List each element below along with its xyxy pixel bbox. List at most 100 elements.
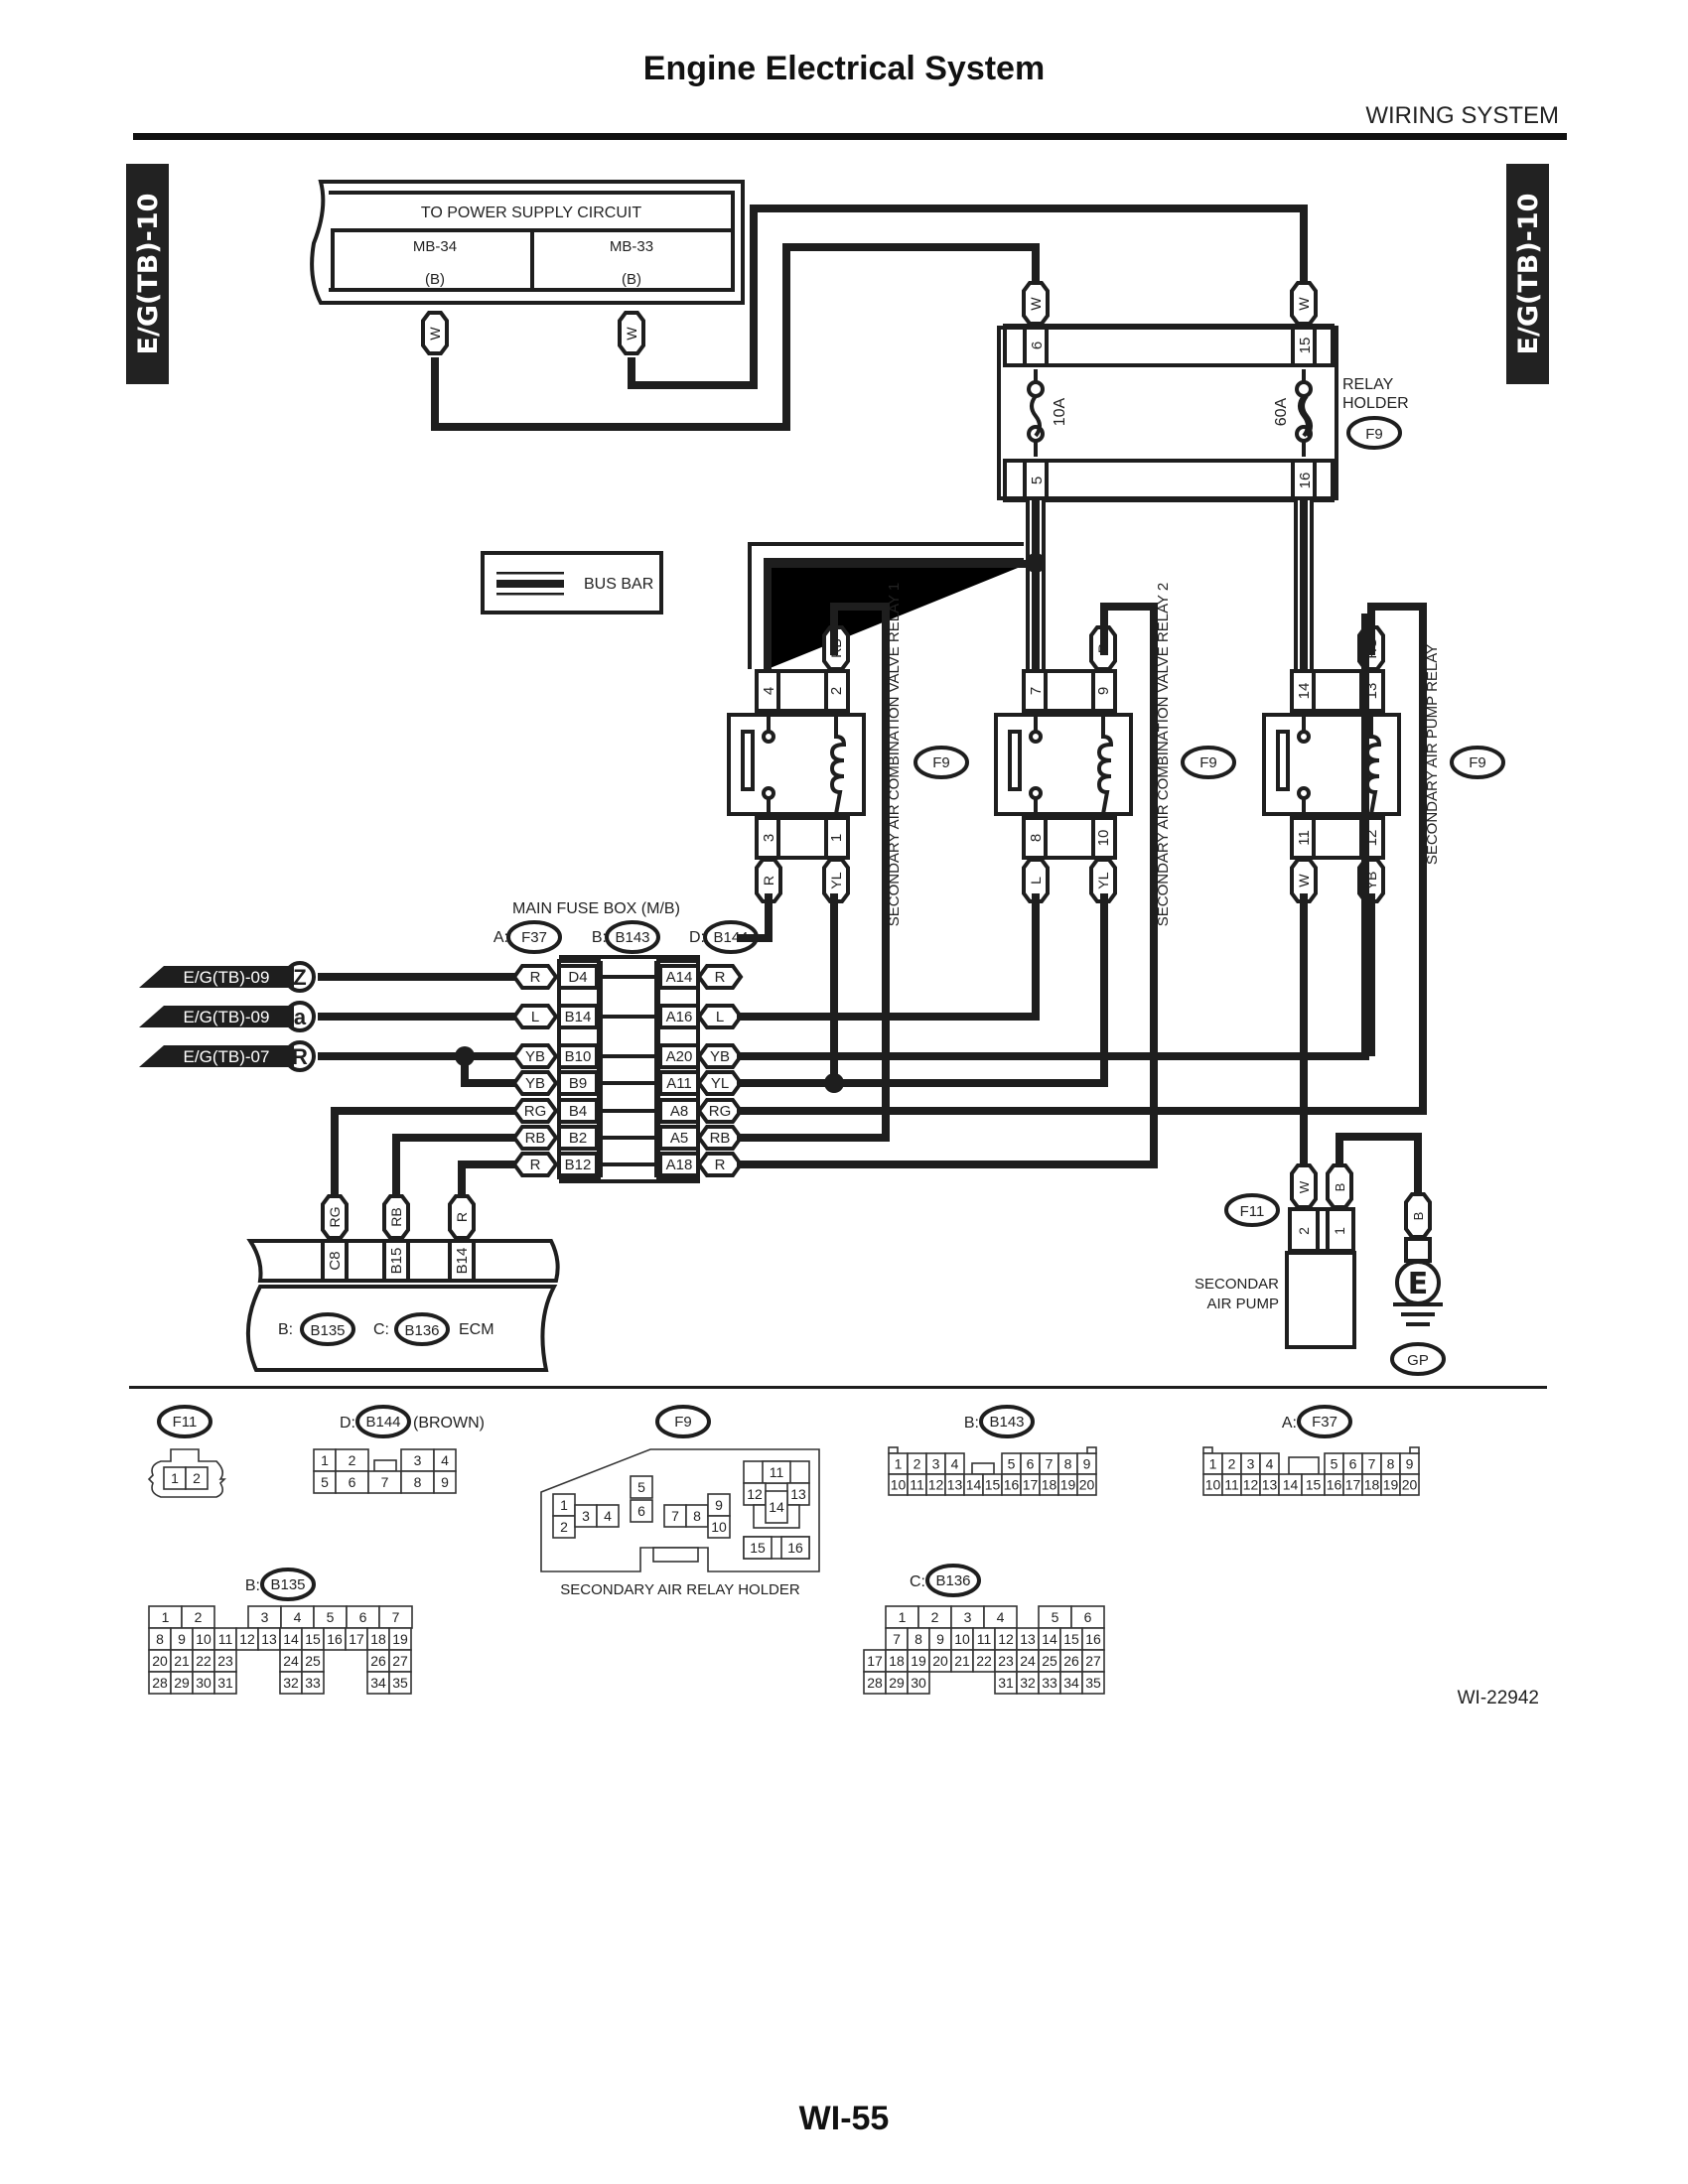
connector-pin: 1 (171, 1470, 179, 1486)
connector-pin: 35 (392, 1675, 408, 1691)
connector-pin: 17 (1023, 1477, 1039, 1493)
fuse-box-right-wire: YB (696, 1043, 744, 1069)
connector-pin: 21 (954, 1653, 970, 1669)
connector-pin: 7 (1368, 1456, 1376, 1472)
connector-pin: 2 (560, 1519, 568, 1535)
svg-text:R: R (715, 969, 726, 986)
air-pump-connector-badge[interactable]: F11 (1224, 1193, 1280, 1227)
relay-connector-badge[interactable]: F9 (1181, 746, 1236, 779)
connector-pin: 5 (327, 1609, 335, 1625)
connector-pin: 15 (1063, 1631, 1079, 1647)
connector-pin: 26 (1063, 1653, 1079, 1669)
ecm-pin-label: C8 (327, 1251, 344, 1270)
fuse-box-left-pin: B4 (569, 1103, 587, 1120)
fuse-box-right-wire: R (696, 964, 744, 990)
relay-connector-badge[interactable]: F9 (914, 746, 969, 779)
connector-pin: 13 (1262, 1477, 1278, 1493)
right-side-tab[interactable]: E/G(TB)-10 (1506, 164, 1549, 384)
relay-holder-pin-5: 5 (1029, 477, 1046, 484)
svg-text:R: R (530, 1157, 541, 1173)
fuse-box-left-pin: D4 (568, 969, 587, 986)
svg-text:F9: F9 (1199, 754, 1217, 771)
connector-pin: 12 (1243, 1477, 1259, 1493)
connector-pin: 16 (787, 1540, 803, 1556)
connector-pin: 7 (392, 1609, 400, 1625)
connector-pin: 27 (1085, 1653, 1101, 1669)
wire-pill-pin6: W (1022, 281, 1050, 326)
connector-b144-badge[interactable]: B144 (355, 1405, 411, 1438)
fuse-box-left-wire: RG (511, 1098, 559, 1124)
fuse-box-right-wire: L (696, 1004, 744, 1029)
section-label: WIRING SYSTEM (1365, 102, 1559, 129)
fuse-60a-icon (1295, 369, 1313, 457)
wire-pill-air-pump-b: B (1326, 1163, 1353, 1209)
connector-pin: 24 (1020, 1653, 1036, 1669)
f9-caption: SECONDARY AIR RELAY HOLDER (560, 1581, 800, 1598)
reference-mark: R (292, 1044, 308, 1069)
connector-pin: 12 (239, 1631, 255, 1647)
section-divider (129, 1386, 1547, 1389)
svg-text:W: W (427, 327, 443, 341)
connector-pin: 12 (747, 1486, 763, 1502)
power-supply-title: TO POWER SUPPLY CIRCUIT (421, 205, 641, 221)
svg-text:R: R (715, 1157, 726, 1173)
connector-pin: 5 (321, 1474, 329, 1490)
connector-pin: 25 (1042, 1653, 1057, 1669)
connector-pin: 19 (1383, 1477, 1399, 1493)
connector-pin: 32 (1020, 1675, 1036, 1691)
relay-holder: 6 15 5 16 10A 60A (997, 324, 1338, 502)
connector-pin: 20 (1079, 1477, 1095, 1493)
fuse-box-left-wire: YB (511, 1070, 559, 1096)
svg-text:B143: B143 (989, 1414, 1024, 1431)
fuse-box-left-wire: L (511, 1004, 559, 1029)
wire-mb33-to-pin15 (628, 205, 1308, 389)
connector-pin: 13 (790, 1486, 806, 1502)
connector-pin: 22 (976, 1653, 992, 1669)
relay-bottom-wire-pill: YL (822, 858, 850, 903)
fuse-box-connector-badge[interactable]: F37 (506, 920, 562, 954)
svg-text:F9: F9 (674, 1414, 692, 1431)
svg-text:B135: B135 (270, 1576, 305, 1593)
fuse-box-connector-badge[interactable]: B143 (605, 920, 660, 954)
connector-f11-badge[interactable]: F11 (157, 1405, 212, 1438)
connector-b135-badge[interactable]: B135 (260, 1568, 316, 1601)
connector-pin: 9 (178, 1631, 186, 1647)
svg-text:YB: YB (525, 1075, 545, 1092)
relay-connector-badge[interactable]: F9 (1450, 746, 1505, 779)
ecm-pin-label: B15 (388, 1248, 405, 1275)
svg-text:B:: B: (964, 1415, 979, 1432)
connector-pin: 4 (604, 1508, 612, 1524)
connector-pin: 10 (711, 1519, 727, 1535)
fuse-box-left-wire: RB (511, 1125, 559, 1151)
connector-pin: 30 (196, 1675, 211, 1691)
left-side-tab[interactable]: E/G(TB)-10 (126, 164, 169, 384)
ground-point-badge[interactable]: GP (1390, 1342, 1446, 1376)
fuse-box-left-pin: B10 (565, 1048, 592, 1065)
connector-pin: 1 (895, 1456, 903, 1472)
relay-holder-connector-badge[interactable]: F9 (1346, 416, 1402, 450)
svg-text:B136: B136 (404, 1322, 439, 1339)
connector-f9-badge[interactable]: F9 (655, 1405, 711, 1438)
connector-pin: 33 (1042, 1675, 1057, 1691)
connector-pin: 16 (327, 1631, 343, 1647)
relay-switch-icon (1276, 730, 1290, 791)
bus-bar-legend-label: BUS BAR (584, 576, 653, 593)
connector-b136-badge[interactable]: B136 (925, 1564, 981, 1597)
connector-pin: 6 (349, 1474, 356, 1490)
fuse-box-right-pin: A8 (670, 1103, 688, 1120)
connector-f37-badge[interactable]: F37 (1297, 1405, 1352, 1438)
connector-b143-badge[interactable]: B143 (979, 1405, 1035, 1438)
ecm-connector-b136-badge[interactable]: B136 (394, 1312, 450, 1346)
fuse-box-right-pin: A11 (666, 1075, 692, 1092)
connector-pin: 33 (305, 1675, 321, 1691)
connector-pin: 19 (911, 1653, 926, 1669)
ecm-connector-b135-badge[interactable]: B135 (300, 1312, 355, 1346)
connector-pin: 2 (195, 1609, 203, 1625)
